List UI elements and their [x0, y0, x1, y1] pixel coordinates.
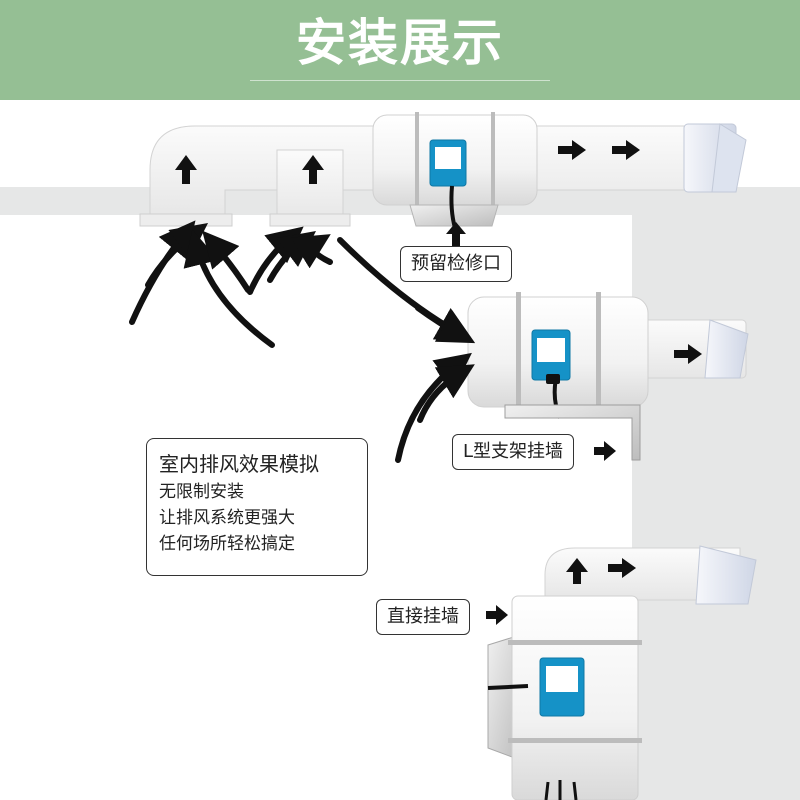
wall-duct-bottom: [544, 545, 757, 605]
inline-fan-bottom: [487, 595, 642, 800]
exhaust-cap-icon: [683, 123, 747, 193]
up-arrow-icon: [302, 155, 324, 184]
inspection-port-arrow-icon: [446, 222, 466, 246]
l-bracket-text: L型支架挂墙: [463, 441, 564, 462]
airflow-arrows-left: [129, 220, 275, 348]
callout-line: 任何场所轻松搞定: [159, 534, 295, 554]
right-arrow-icon: [594, 441, 616, 461]
airflow-arrows-right: [337, 237, 476, 463]
inline-fan-top: [372, 112, 538, 229]
label-l-bracket: L型支架挂墙: [452, 434, 575, 470]
right-arrow-icon: [612, 140, 640, 160]
airflow-arrows-middle: [247, 226, 333, 295]
label-direct-mount: 直接挂墙: [376, 599, 470, 635]
header-banner: 安装展示: [0, 0, 800, 100]
callout-title: 室内排风效果模拟: [159, 452, 319, 476]
header-divider: [250, 80, 550, 81]
callout-line: 让排风系统更强大: [159, 508, 295, 528]
callout-box: 室内排风效果模拟 无限制安装 让排风系统更强大 任何场所轻松搞定: [146, 438, 368, 576]
inspection-port-text: 预留检修口: [411, 253, 501, 274]
right-arrow-icon: [674, 344, 702, 364]
direct-mount-text: 直接挂墙: [387, 606, 459, 627]
page-title: 安装展示: [296, 14, 504, 72]
right-arrow-icon: [558, 140, 586, 160]
up-arrow-icon: [566, 558, 588, 584]
label-inspection-port: 预留检修口: [400, 246, 512, 282]
right-arrow-icon: [608, 558, 636, 578]
callout-line: 无限制安装: [159, 482, 244, 502]
right-arrow-icon: [486, 605, 508, 625]
wall: [0, 187, 800, 800]
l-bracket-icon: [504, 404, 641, 461]
up-arrow-icon: [175, 155, 197, 184]
